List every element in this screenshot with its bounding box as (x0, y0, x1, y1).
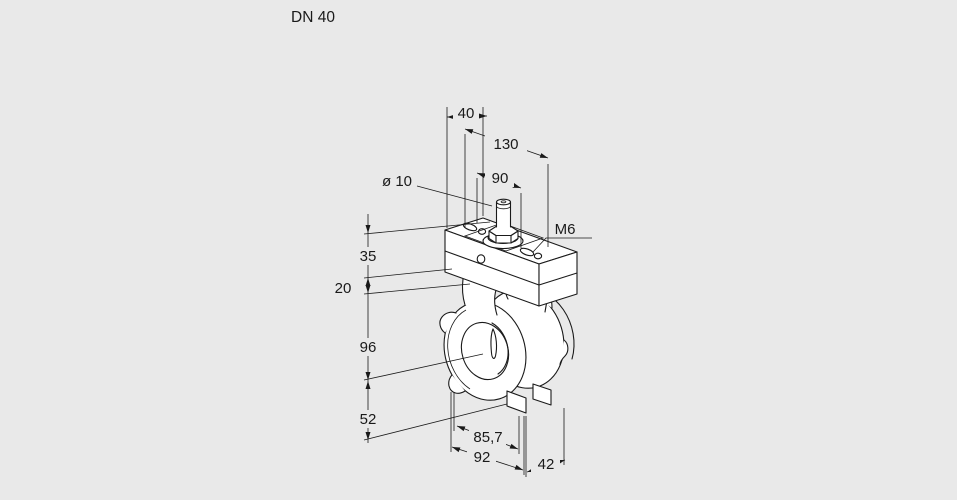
valve-bore (460, 321, 510, 381)
dim-label-hole-spacing: 90 (492, 170, 509, 187)
dimension-label-backgrounds (356, 104, 560, 473)
dim-label-body-height: 96 (360, 339, 377, 356)
dim-label-bore-width: 85,7 (473, 429, 502, 446)
dim-label-flange-width: 40 (458, 105, 475, 122)
dim-label-neck-height: 20 (335, 280, 352, 297)
dim-label-flange-height: 35 (360, 248, 377, 265)
back-foot-tab (532, 383, 552, 406)
plate-side-hole (476, 254, 486, 264)
mount-hole-left (477, 228, 487, 235)
dimension-labels: 40 130 90 ø 10 M6 35 20 96 52 85,7 92 42 (335, 105, 576, 473)
dim-label-shaft-diameter: ø 10 (382, 173, 412, 190)
butterfly-disc-edge (490, 328, 498, 359)
mount-slot-right (519, 247, 535, 257)
dim-label-body-depth: 42 (538, 456, 555, 473)
m6-thread-hole (533, 252, 543, 260)
drawing-title: DN 40 (291, 9, 335, 26)
dim-label-flange-length: 130 (493, 136, 518, 153)
shaft-top (495, 198, 512, 206)
dim-label-body-width: 92 (474, 449, 491, 466)
front-foot-tab (506, 390, 527, 414)
shaft-assembly (482, 198, 524, 250)
dim-label-bottom-height: 52 (360, 411, 377, 428)
dim-label-thread: M6 (555, 221, 576, 238)
